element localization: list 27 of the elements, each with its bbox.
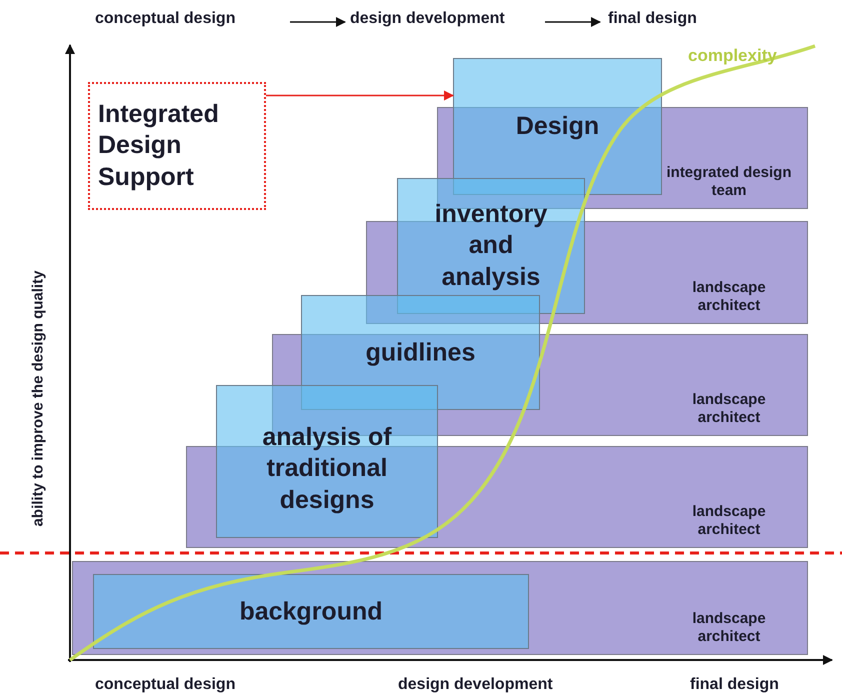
box-label: inventory and analysis: [434, 199, 548, 293]
arrow: [266, 90, 454, 101]
box-label: Design: [514, 111, 600, 142]
axis-label: design development: [398, 676, 553, 694]
phase-box: [93, 574, 529, 649]
box-label: landscape architect: [691, 610, 767, 646]
box-label: Integrated Design Support: [98, 99, 220, 193]
box-label: landscape architect: [691, 279, 767, 315]
axis-title: ability to improve the design quality: [30, 270, 46, 528]
box-label: landscape architect: [691, 503, 767, 539]
band: [72, 561, 808, 655]
box-label: guidlines: [364, 336, 476, 368]
curve-label: complexity: [688, 46, 777, 66]
phase-box: [216, 385, 438, 538]
phase-box: [453, 58, 662, 195]
axis-label: conceptual design: [95, 10, 236, 28]
box-label: analysis of traditional designs: [261, 422, 393, 516]
axis-label: design development: [350, 10, 505, 28]
axis-label: final design: [690, 676, 779, 694]
box-label: landscape architect: [691, 391, 767, 427]
axis-label: conceptual design: [95, 676, 236, 694]
phase-box: [397, 178, 585, 314]
phase-box: [301, 295, 540, 410]
support-box: [88, 82, 266, 210]
box-label: background: [238, 596, 384, 627]
box-label: integrated design team: [665, 164, 793, 200]
axis-label: final design: [608, 10, 697, 28]
